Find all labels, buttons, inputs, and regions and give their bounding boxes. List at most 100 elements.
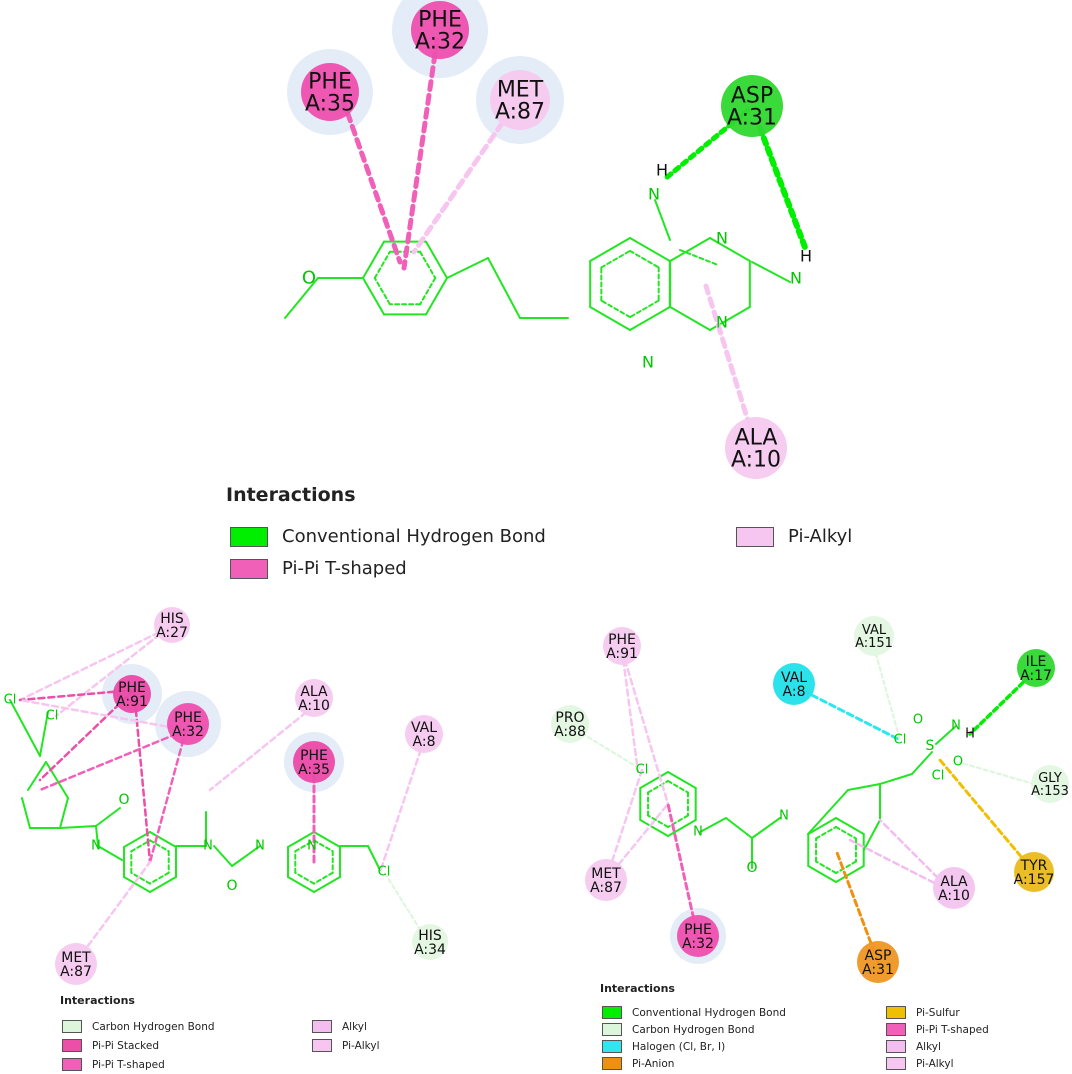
ligand-bond <box>629 299 660 319</box>
residue-disc <box>933 867 975 909</box>
ligand-bond <box>231 845 261 867</box>
ligand-bond <box>709 237 751 262</box>
ligand-bond <box>287 876 315 893</box>
legend-item-pi-pi-t-shaped: Pi-Pi T-shaped <box>886 1023 989 1036</box>
atom-label: N <box>91 839 101 854</box>
legend-item-pi-pi-stacked: Pi-Pi Stacked <box>62 1039 159 1052</box>
ligand-bond <box>97 845 123 861</box>
ligand-bond <box>669 237 711 262</box>
residue-disc <box>411 1 469 59</box>
atom-label: Cl <box>636 763 649 778</box>
residue-disc <box>603 627 641 665</box>
legend-item-pi-alkyl: Pi-Alkyl <box>736 526 852 547</box>
legend-item-conventional-hbond: Conventional Hydrogen Bond <box>230 526 546 547</box>
ligand-bond <box>835 825 857 840</box>
atom-label: N <box>716 313 728 332</box>
ligand-bond <box>287 831 315 848</box>
ligand-bond <box>751 817 781 839</box>
ligand-bond <box>213 845 233 867</box>
residue-name: ILE <box>1026 654 1047 670</box>
ligand-bond <box>835 865 865 883</box>
ligand-bond <box>647 814 669 829</box>
legend-swatch <box>602 1057 622 1070</box>
atom-label: O <box>953 755 963 770</box>
ligand-bond <box>699 817 727 833</box>
residue-disc <box>490 70 550 130</box>
ligand-bond <box>419 250 437 279</box>
atom-label: O <box>118 792 129 808</box>
residue-halos <box>102 0 726 964</box>
atom-label: Cl <box>378 865 391 880</box>
residue-name: ALA <box>940 874 968 890</box>
ligand-bond <box>815 860 837 875</box>
residue-disc <box>725 417 787 479</box>
legend-item-carbon-hbond: Carbon Hydrogen Bond <box>62 1020 215 1033</box>
interaction-pi-alkyl <box>18 626 170 702</box>
ligand-bond <box>367 845 381 871</box>
interaction-pi-pi-t-shaped <box>340 97 403 265</box>
interaction-pi-pi-t-shaped <box>148 728 188 864</box>
ligand-bond <box>911 751 933 775</box>
residue-name: PHE <box>684 922 712 938</box>
residue-chain-position: A:32 <box>415 30 465 55</box>
residue-chain-position: A:8 <box>783 684 806 700</box>
ligand-bond <box>667 819 697 837</box>
residue-disc <box>854 616 894 656</box>
ligand-bond <box>294 871 315 885</box>
legend-item-pi-alkyl: Pi-Alkyl <box>886 1057 954 1070</box>
ligand-bond <box>313 876 341 893</box>
ligand-bond <box>95 825 99 847</box>
interaction-pi-alkyl <box>54 626 170 718</box>
ligand-bond <box>807 865 837 883</box>
residue-name: PHE <box>174 710 202 726</box>
residue-disc <box>295 679 333 717</box>
residue-chain-position: A:153 <box>1031 784 1069 799</box>
ligand-bond <box>807 789 849 835</box>
legend-title: Interactions <box>226 484 356 506</box>
residue-chain-position: A:151 <box>855 636 893 651</box>
ligand-bond <box>373 277 391 306</box>
residue-chain-position: A:10 <box>731 448 781 473</box>
residue-name: PRO <box>555 710 584 726</box>
interaction-pi-alkyl <box>620 648 640 774</box>
residue-disc <box>154 607 190 643</box>
ligand-bond <box>95 807 121 827</box>
ligand-bond <box>123 876 151 893</box>
legend-swatch <box>886 1006 906 1019</box>
ligand-bond <box>313 839 334 853</box>
legend-item-conventional-hbond: Conventional Hydrogen Bond <box>602 1006 786 1019</box>
atom-label: Cl <box>46 709 59 724</box>
ligand-bond <box>425 277 448 316</box>
residue-name: PHE <box>608 632 636 648</box>
ligand-bond <box>751 261 791 283</box>
ligand-bond <box>679 249 719 266</box>
legend-swatch <box>312 1039 332 1052</box>
residue-disc <box>301 63 359 121</box>
legend-title: Interactions <box>600 982 675 995</box>
ligand-bond <box>847 783 881 791</box>
ligand-bond <box>284 277 319 319</box>
residue-chain-position: A:91 <box>606 646 638 662</box>
ligand-structures <box>9 199 957 893</box>
ligand-bond <box>600 249 631 269</box>
residue-disc <box>551 705 589 743</box>
interaction-pi-alkyl <box>703 283 757 443</box>
residue-chain-position: A:32 <box>682 936 714 952</box>
atom-label: O <box>226 878 237 894</box>
interaction-pi-alkyl <box>620 648 670 806</box>
legend-item-pi-pi-t-shaped: Pi-Pi T-shaped <box>62 1058 165 1071</box>
ligand-bond <box>667 814 689 829</box>
legend-title: Interactions <box>60 994 135 1007</box>
ligand-bond <box>879 773 913 785</box>
legend-swatch <box>312 1020 332 1033</box>
residue-chain-position: A:35 <box>305 92 355 117</box>
residue-chain-position: A:10 <box>938 888 970 904</box>
residue-chain-position: A:17 <box>1020 668 1052 684</box>
atom-label: N <box>203 839 213 854</box>
legend-swatch <box>736 526 774 547</box>
residue-name: VAL <box>411 720 437 736</box>
ligand-bond <box>589 237 631 262</box>
residue-name: MET <box>497 78 544 103</box>
ligand-bond <box>935 725 957 745</box>
